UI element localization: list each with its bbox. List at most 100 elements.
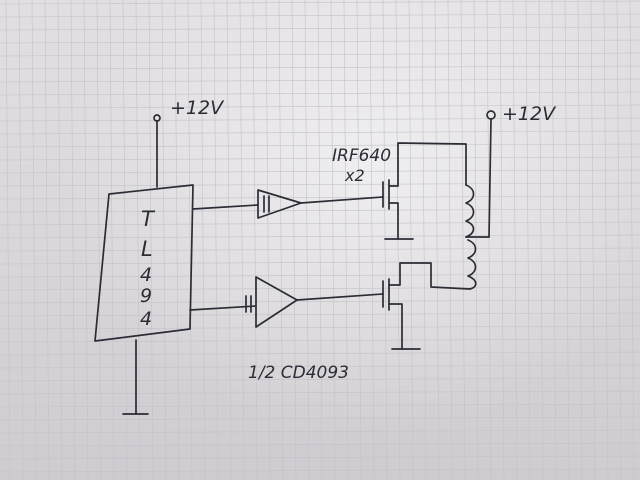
supply-left-label: +12V <box>170 97 225 119</box>
grid-line <box>0 286 640 291</box>
supply-right-wire <box>488 118 492 238</box>
grid-line <box>0 143 640 148</box>
grid-line <box>616 0 622 480</box>
grid-line <box>0 39 640 44</box>
grid-line <box>317 0 323 480</box>
mosfet-upper-drain <box>388 142 467 187</box>
grid-line <box>0 156 640 161</box>
grid-line <box>291 0 297 480</box>
grid-line <box>0 52 640 57</box>
grid-line <box>5 0 11 480</box>
grid-line <box>0 195 640 200</box>
ic-body <box>94 184 194 342</box>
grid-line <box>0 468 640 473</box>
grid-line <box>629 0 635 480</box>
grid-line <box>96 0 102 480</box>
mosfet-lower-drain <box>388 262 471 290</box>
ic-letter-4: 9 <box>140 285 152 307</box>
grid-line <box>161 0 167 480</box>
grid-line <box>0 104 640 109</box>
mosfet-lower-source <box>388 303 403 350</box>
supply-right-terminal <box>486 110 496 120</box>
grid-line <box>551 0 557 480</box>
grid-line <box>0 130 640 135</box>
grid-line <box>70 0 76 480</box>
grid-line <box>0 182 640 187</box>
grid-line <box>148 0 154 480</box>
grid-line <box>57 0 63 480</box>
ic-tl494: T L 4 9 4 <box>94 184 194 415</box>
grid-line <box>512 0 518 480</box>
grid-line <box>330 0 336 480</box>
grid-line <box>0 234 640 239</box>
grid-line <box>343 0 349 480</box>
grid-line <box>109 0 115 480</box>
grid-line <box>0 299 640 304</box>
grid-line <box>0 455 640 460</box>
grid-line <box>239 0 245 480</box>
grid-line <box>525 0 531 480</box>
grid-line <box>187 0 193 480</box>
grid-line <box>0 91 640 96</box>
grid-line <box>0 416 640 421</box>
grid-line <box>265 0 271 480</box>
grid-line <box>603 0 609 480</box>
grid-line <box>590 0 596 480</box>
grid-line <box>0 169 640 174</box>
grid-line <box>0 78 640 83</box>
supply-left-terminal <box>153 114 161 122</box>
grid-line <box>499 0 505 480</box>
grid-line <box>304 0 310 480</box>
coil-lower-half <box>467 239 477 290</box>
grid-line <box>0 312 640 317</box>
grid-line <box>0 65 640 70</box>
grid-line <box>0 390 640 395</box>
grid-line <box>18 0 24 480</box>
supply-right: +12V <box>486 103 557 238</box>
coil-upper-half <box>465 184 475 238</box>
transformer-primary <box>465 184 490 290</box>
mosfet-lower <box>382 262 471 350</box>
grid-line <box>0 351 640 356</box>
wire-buffer-upper-to-gate <box>300 196 384 204</box>
grid-line <box>0 442 640 447</box>
grid-line <box>0 26 640 31</box>
grid-line <box>0 364 640 369</box>
grid-line <box>226 0 232 480</box>
mosfet-label-line1: IRF640 <box>332 146 391 166</box>
grid-line <box>538 0 544 480</box>
grid-line <box>135 0 141 480</box>
grid-line <box>0 325 640 330</box>
grid-line <box>0 338 640 343</box>
grid-line <box>0 429 640 434</box>
grid-line <box>0 260 640 265</box>
buffer-lower-triangle <box>255 276 298 328</box>
grid-line <box>0 13 640 18</box>
grid-line <box>577 0 583 480</box>
grid-line <box>122 0 128 480</box>
grid-line <box>0 403 640 408</box>
buffer-upper-triangle <box>257 189 302 219</box>
mosfet-label-line2: x2 <box>344 166 365 185</box>
grid-line <box>0 247 640 252</box>
grid-line <box>213 0 219 480</box>
grid-line <box>83 0 89 480</box>
grid-line <box>31 0 37 480</box>
mosfet-upper-source <box>388 202 399 240</box>
buffer-upper <box>192 189 384 219</box>
grid-line <box>44 0 50 480</box>
wire-ic-to-buffer-upper <box>192 204 259 210</box>
wire-ic-to-buffer-lower <box>189 305 257 311</box>
grid-line <box>0 117 640 122</box>
buffer-lower-input-bars <box>245 295 252 313</box>
ic-letter-5: 4 <box>140 308 152 330</box>
grid-line <box>174 0 180 480</box>
mosfet-upper: IRF640 x2 <box>332 142 467 240</box>
ic-letter-2: L <box>141 237 153 261</box>
ic-letter-1: T <box>141 207 156 231</box>
ic-letter-3: 4 <box>140 264 152 286</box>
wire-buffer-lower-to-gate <box>296 293 384 301</box>
